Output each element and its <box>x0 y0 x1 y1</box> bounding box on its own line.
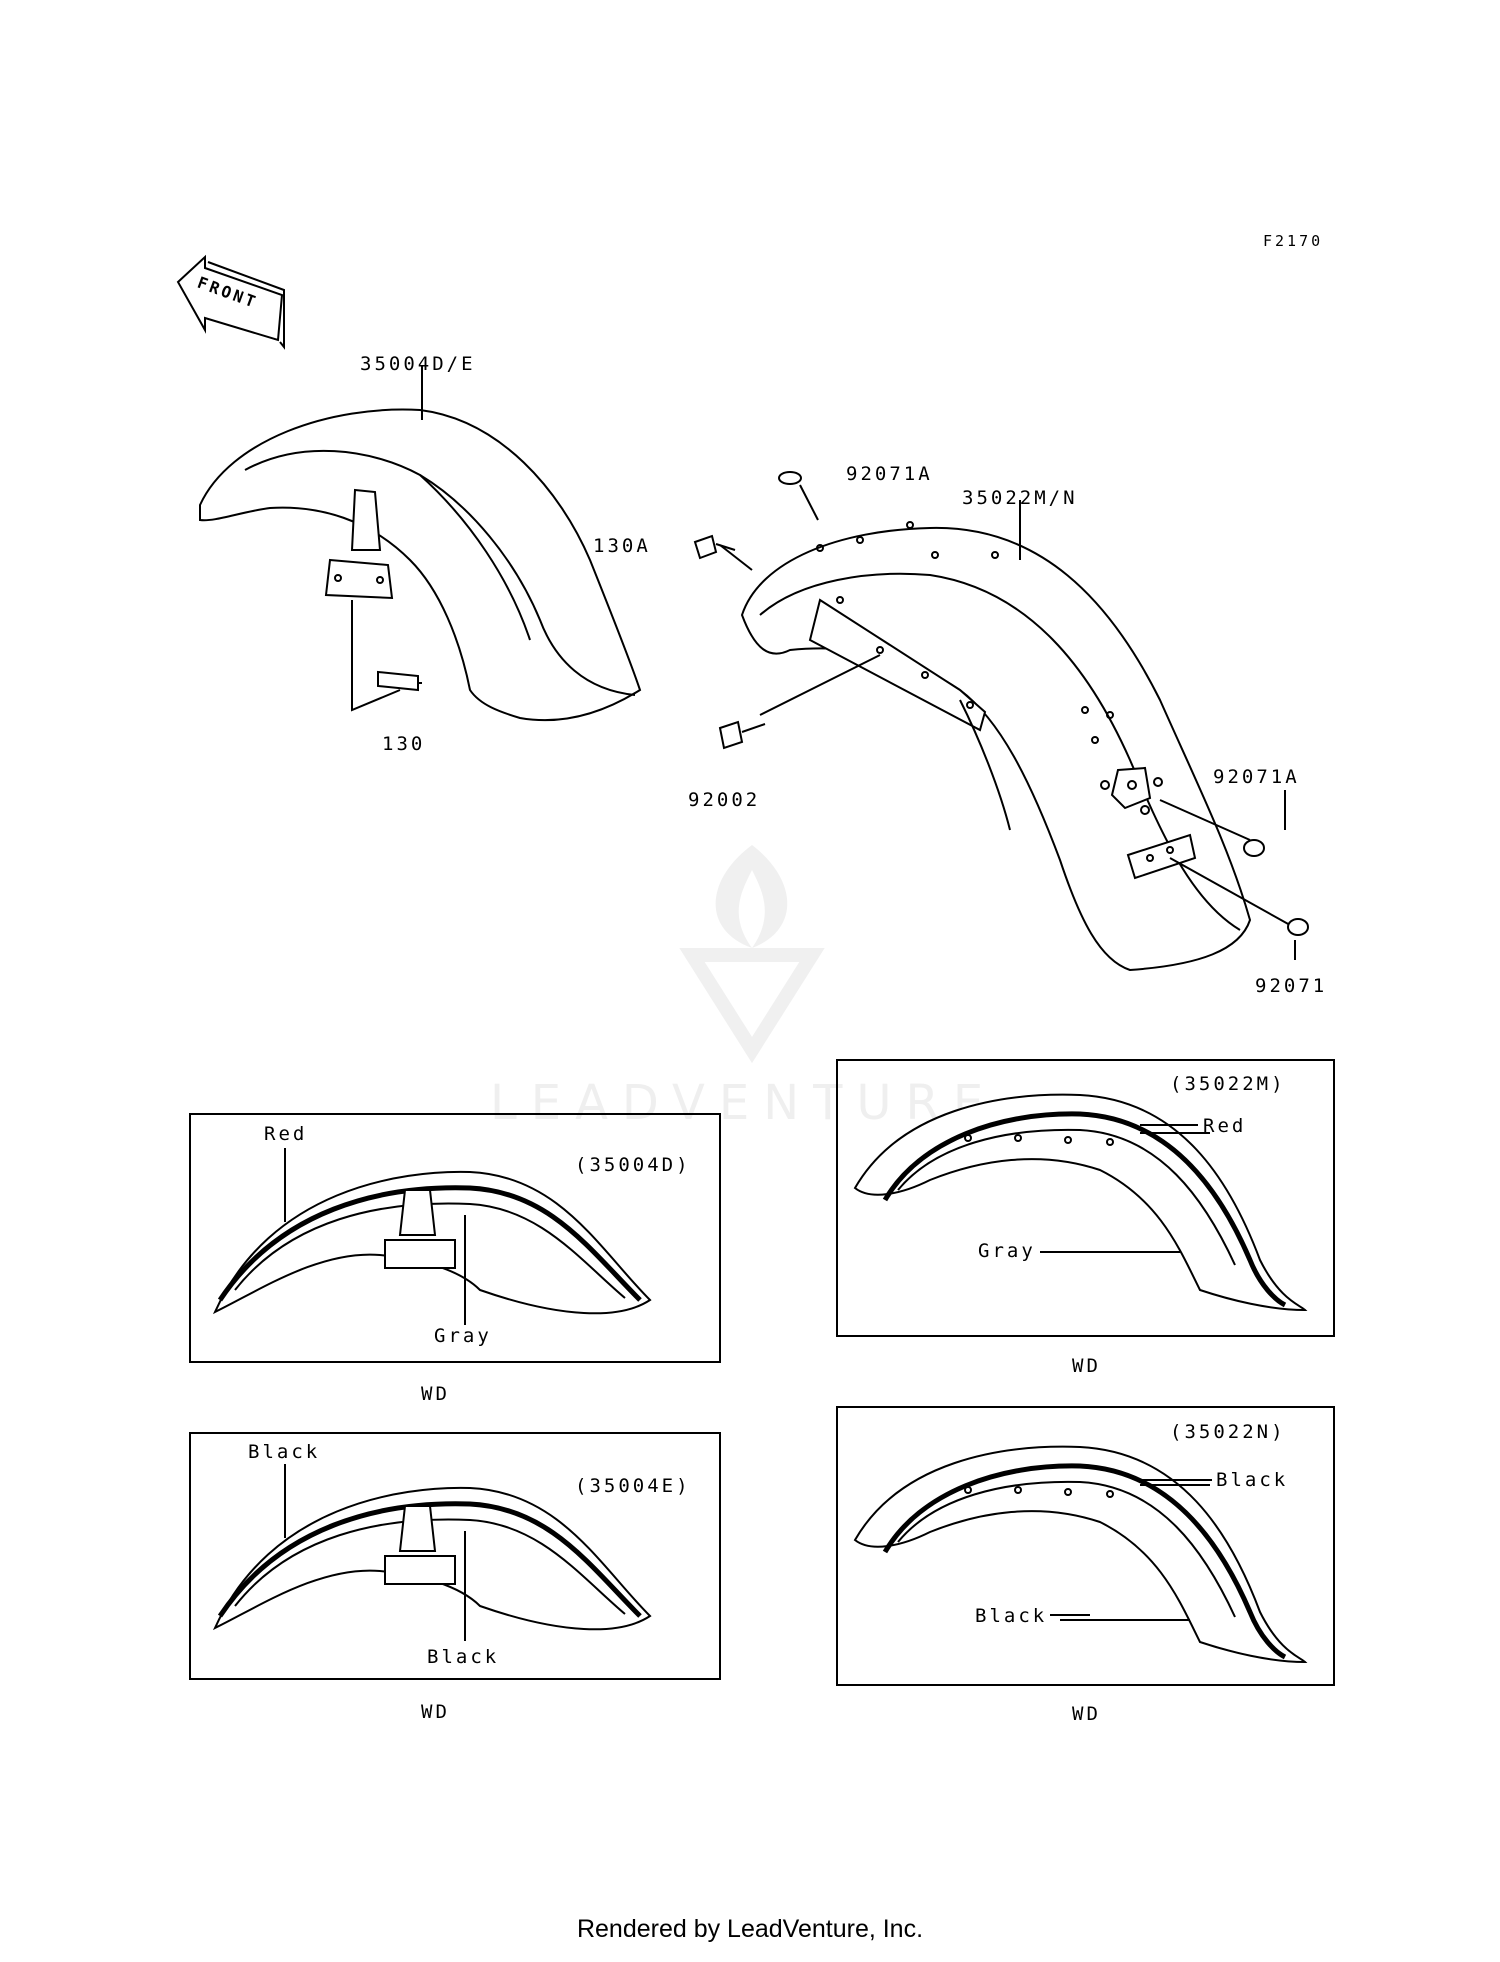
figure-code: F2170 <box>1263 232 1324 250</box>
stripe-color-label: Black <box>1216 1469 1289 1491</box>
variant-35004D-drawing <box>212 1148 652 1325</box>
body-color-label: Gray <box>434 1325 492 1347</box>
variant-code: (35004E) <box>575 1475 691 1497</box>
part-rear-fender: 35022M/N <box>962 487 1078 509</box>
part-grommet-side: 92071A <box>1213 766 1300 788</box>
stripe-color-label: Red <box>1203 1115 1247 1137</box>
part-bolt-92002: 92002 <box>688 789 761 811</box>
variant-caption: WD <box>421 1701 450 1723</box>
variant-caption: WD <box>421 1383 450 1405</box>
variant-35004E-drawing <box>212 1464 652 1641</box>
rear-fender-drawing <box>693 471 1309 972</box>
stripe-color-label: Black <box>248 1441 321 1463</box>
front-fender-drawing <box>199 366 642 722</box>
variant-code: (35022M) <box>1170 1073 1286 1095</box>
variant-caption: WD <box>1072 1703 1101 1725</box>
variant-box-35022M <box>836 1059 1335 1337</box>
part-bolt-130: 130 <box>382 733 426 755</box>
variant-caption: WD <box>1072 1355 1101 1377</box>
watermark-text: LEADVENTURE <box>490 1075 998 1131</box>
variant-box-35022N <box>836 1406 1335 1686</box>
part-front-fender: 35004D/E <box>360 353 476 375</box>
body-color-label: Black <box>975 1605 1048 1627</box>
footer-credit: Rendered by LeadVenture, Inc. <box>576 1915 924 1943</box>
body-color-label: Black <box>427 1646 500 1668</box>
stripe-color-label: Red <box>264 1123 308 1145</box>
variant-box-35004E <box>189 1432 721 1680</box>
variant-code: (35004D) <box>575 1154 691 1176</box>
front-arrow-icon <box>176 254 285 350</box>
part-grommet-bottom: 92071 <box>1255 975 1328 997</box>
part-grommet-top: 92071A <box>846 463 933 485</box>
part-bolt-130a: 130A <box>593 535 651 557</box>
variant-code: (35022N) <box>1170 1421 1286 1443</box>
variant-35022M-drawing <box>853 1093 1308 1312</box>
body-color-label: Gray <box>978 1240 1036 1262</box>
variant-box-35004D <box>189 1113 721 1363</box>
